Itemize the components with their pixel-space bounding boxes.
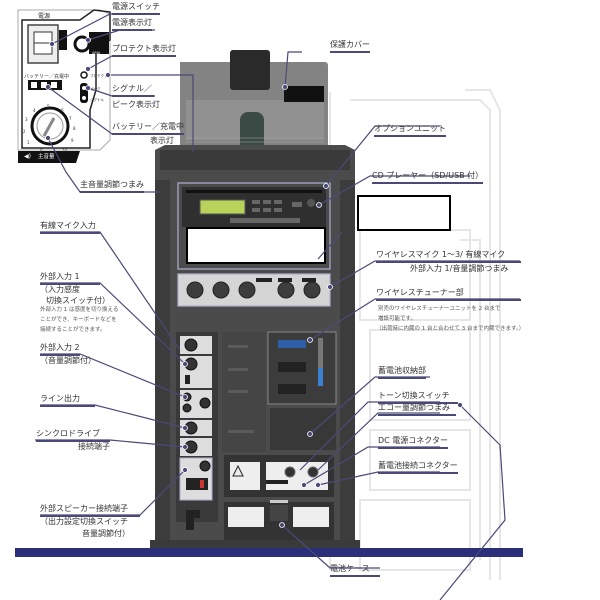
- note-ext-input1-2: ことができ、キーボードなどを: [40, 317, 117, 323]
- label-battery-storage: 蓄電池収納部: [378, 366, 426, 379]
- dial-number-2: 2: [23, 129, 26, 134]
- label-battery-connector: 蓄電池接続コネクター: [378, 461, 458, 474]
- label-protective-cover: 保護カバー: [330, 40, 370, 53]
- battery-case-unit: [224, 500, 334, 540]
- label-power-indicator: 電源表示灯: [112, 18, 152, 31]
- dial-number-8: 8: [73, 126, 76, 131]
- dial-number-6: 6: [61, 108, 64, 113]
- dial-number-1: 1: [27, 140, 30, 145]
- label-signal-peak: シグナル／: [112, 84, 154, 97]
- label-ext-input1: 外部入力 1: [40, 272, 100, 285]
- inset-logo: ARIA: [92, 51, 101, 55]
- label-synchro-drive: シンクロドライブ: [36, 429, 110, 442]
- label-dc-connector: DC 電源コネクター: [378, 436, 448, 449]
- note-wireless-tuner-1: 別売のワイヤレスチューナーユニットを 2 台まで: [378, 306, 501, 312]
- label-echo-knob: エコー量調節つまみ: [378, 403, 456, 416]
- blank-box-center: [186, 227, 326, 264]
- inset-protect-label: プロテクト: [90, 74, 108, 78]
- label-power-switch: 電源スイッチ: [112, 2, 160, 15]
- label-ext-input1-3: 切換スイッチ付）: [46, 296, 110, 305]
- label-line-out: ライン出力: [40, 394, 95, 407]
- dial-number-10: 10: [62, 148, 68, 153]
- label-wireless-mic: ワイヤレスマイク 1〜3/ 有線マイク: [376, 250, 521, 263]
- mic-volume-knobs: [177, 273, 331, 307]
- note-wireless-tuner-3: （出荷時に内蔵の 1 台と合わせて 3 台まで内蔵できます。）: [376, 326, 525, 332]
- label-ext-input2-2: （音量調節付）: [40, 356, 96, 365]
- label-wired-mic-input: 有線マイク入力: [40, 221, 100, 234]
- label-master-volume: 主音量調節つまみ: [80, 180, 144, 193]
- label-battery-case: 電池ケース: [330, 564, 380, 577]
- label-wireless-mic-2: 外部入力 1/音量調節つまみ: [410, 264, 509, 273]
- label-ext-input1-2: （入力感度: [40, 285, 80, 294]
- dial-number-3: 3: [25, 117, 28, 122]
- dial-number-4: 4: [33, 108, 36, 113]
- label-option-unit: オプションユニット: [374, 124, 446, 137]
- note-ext-input1-3: 接続することができます。: [40, 327, 106, 333]
- blank-box-right: [357, 195, 451, 231]
- label-wireless-tuner: ワイヤレスチューナー部: [376, 288, 521, 301]
- dial-number-7: 7: [69, 116, 72, 121]
- label-ext-speaker-3: 音量調節付）: [82, 529, 130, 538]
- label-ext-input2: 外部入力 2: [40, 343, 80, 356]
- inset-volume-label: 主音量: [38, 154, 55, 160]
- label-cd-player: CD プレーヤー（SD/USB 付）: [372, 171, 484, 184]
- label-protect-indicator: プロテクト表示灯: [112, 44, 176, 57]
- label-battery-charge: バッテリー／充電中: [112, 122, 184, 135]
- dial-number-5: 5: [47, 104, 50, 109]
- inset-power-title: 電源: [38, 13, 51, 20]
- dial-number-9: 9: [71, 138, 74, 143]
- cd-player: [182, 187, 326, 227]
- label-tone-switch: トーン切換スイッチ: [378, 391, 458, 404]
- lower-control-panel: [224, 455, 334, 497]
- dial-number-0: 0: [40, 148, 43, 153]
- inset-peak-label: ピーク: [90, 87, 101, 91]
- label-battery-charge-2: 表示灯: [150, 136, 174, 145]
- bottom-band: [15, 548, 523, 557]
- label-ext-speaker-2: （出力設定切換スイッチ: [40, 517, 128, 526]
- label-signal-peak-2: ピーク表示灯: [112, 100, 160, 109]
- label-synchro-drive-2: 接続端子: [78, 442, 110, 451]
- inset-signal-label: シグナル: [90, 98, 104, 102]
- inset-battery-label: バッテリー／充電中: [24, 74, 70, 80]
- inset-speaker-icon: ◀): [24, 153, 31, 160]
- label-ext-speaker: 外部スピーカー接続端子: [40, 504, 140, 517]
- note-wireless-tuner-2: 増設可能です。: [378, 316, 416, 322]
- note-ext-input1-1: 外部入力 1 は感度を切り換える: [40, 307, 119, 313]
- wireless-tuner: [267, 331, 337, 405]
